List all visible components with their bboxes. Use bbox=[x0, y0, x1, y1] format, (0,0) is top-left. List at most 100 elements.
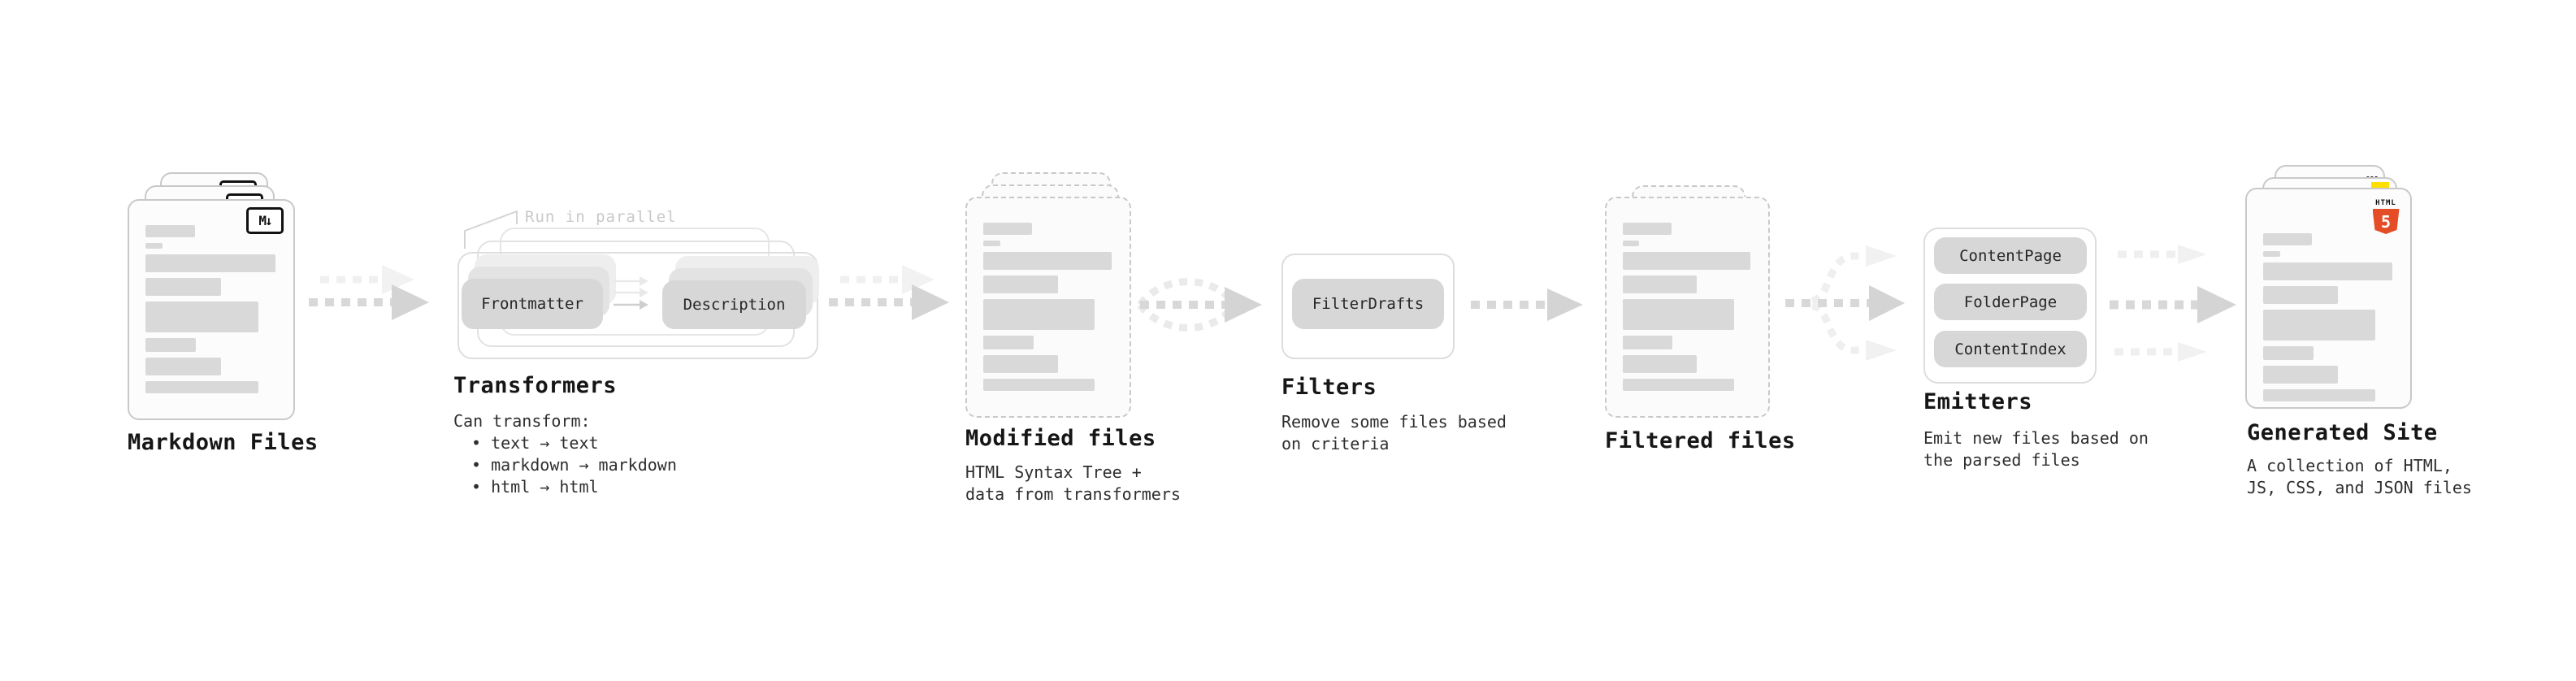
arrow-filtered-to-emitters-icon bbox=[1785, 245, 1905, 361]
arrowhead-ghost bbox=[2178, 245, 2207, 264]
diverge-curve-top bbox=[1811, 252, 1866, 305]
stage-label: Transformers bbox=[453, 373, 618, 398]
html5-icon-label: HTML bbox=[2375, 199, 2396, 207]
arrowhead-ghost bbox=[1866, 245, 1897, 267]
markdown-icon: M↓ bbox=[246, 207, 284, 234]
arrowhead-ghost bbox=[2178, 342, 2207, 362]
skeleton-bar bbox=[145, 225, 195, 237]
stage-label: Filters bbox=[1281, 375, 1377, 400]
converge-curve-bottom bbox=[1137, 302, 1234, 332]
skeleton-bar bbox=[2263, 286, 2339, 304]
caption-line: Emit new files based on bbox=[1923, 428, 2149, 448]
skeleton-bar bbox=[1623, 241, 1640, 246]
skeleton-bar bbox=[1623, 379, 1734, 391]
caption-line: Can transform: bbox=[453, 411, 591, 431]
skeleton-bar bbox=[1623, 336, 1673, 349]
caption-line: HTML Syntax Tree + bbox=[965, 462, 1142, 482]
skeleton-bar bbox=[2263, 366, 2339, 384]
caption-line: Remove some files based bbox=[1281, 412, 1507, 432]
run-in-parallel-annotation: Run in parallel bbox=[525, 208, 677, 226]
html5-shield: 5 bbox=[2372, 209, 2400, 234]
html5-number: 5 bbox=[2380, 211, 2392, 232]
doc-content-placeholder bbox=[145, 225, 275, 393]
skeleton-bar bbox=[145, 254, 275, 272]
skeleton-bar bbox=[983, 252, 1112, 270]
frontmatter-pill: Frontmatter bbox=[462, 279, 603, 329]
caption-line: data from transformers bbox=[965, 484, 1181, 504]
doc-content-placeholder bbox=[1623, 223, 1750, 391]
skeleton-bar bbox=[145, 301, 259, 332]
arrow-markdown-to-transformers-icon bbox=[309, 265, 429, 320]
caption-bullet: • html → html bbox=[471, 477, 599, 497]
arrow-filters-to-filtered-icon bbox=[1471, 288, 1583, 321]
description-pill: Description bbox=[662, 280, 806, 329]
doc-content-placeholder bbox=[983, 223, 1112, 391]
stage-label: Modified files bbox=[965, 426, 1156, 451]
caption-bullet: • text → text bbox=[471, 433, 599, 453]
caption-line: on criteria bbox=[1281, 434, 1390, 453]
skeleton-bar bbox=[145, 278, 221, 296]
diverge-curve-bottom bbox=[1811, 301, 1866, 354]
skeleton-bar bbox=[983, 299, 1095, 330]
skeleton-bar bbox=[2263, 251, 2280, 257]
transform-arrows-icon bbox=[614, 276, 648, 310]
contentindex-pill: ContentIndex bbox=[1934, 331, 2087, 367]
skeleton-bar bbox=[983, 223, 1033, 235]
small-arrowhead bbox=[640, 288, 648, 297]
filtered-file-front bbox=[1605, 197, 1770, 418]
arrowhead-ghost bbox=[1866, 340, 1897, 361]
arrow-emitters-to-generated-icon bbox=[2110, 245, 2236, 362]
arrow-transformers-to-modified-icon bbox=[829, 265, 949, 320]
skeleton-bar bbox=[983, 336, 1034, 349]
skeleton-bar bbox=[1623, 299, 1734, 330]
arrowhead-ghost bbox=[382, 265, 414, 294]
skeleton-bar bbox=[145, 243, 163, 249]
skeleton-bar bbox=[983, 379, 1095, 391]
skeleton-bar bbox=[2263, 310, 2376, 340]
caption-line: JS, CSS, and JSON files bbox=[2247, 478, 2472, 497]
skeleton-bar bbox=[2263, 262, 2392, 280]
skeleton-bar bbox=[2263, 233, 2313, 245]
skeleton-bar bbox=[1623, 275, 1698, 293]
stage-caption: HTML Syntax Tree + data from transformer… bbox=[965, 462, 1181, 505]
modified-file-front bbox=[965, 197, 1131, 418]
arrow-modified-to-filters-icon bbox=[1137, 278, 1262, 332]
skeleton-bar bbox=[145, 338, 197, 352]
skeleton-bar bbox=[145, 358, 221, 375]
small-arrowhead bbox=[640, 276, 648, 286]
filterdrafts-pill: FilterDrafts bbox=[1292, 279, 1444, 329]
skeleton-bar bbox=[983, 355, 1058, 373]
stage-label: Generated Site bbox=[2247, 420, 2438, 445]
transformer-layer-front bbox=[458, 252, 818, 359]
html5-icon: HTML 5 bbox=[2370, 193, 2402, 234]
skeleton-bar bbox=[2263, 389, 2376, 401]
callout-leader-line-icon bbox=[464, 210, 518, 249]
arrowhead bbox=[1225, 287, 1262, 323]
skeleton-bar bbox=[1623, 223, 1672, 235]
arrowhead bbox=[1869, 285, 1905, 321]
skeleton-bar bbox=[145, 381, 259, 393]
caption-line: the parsed files bbox=[1923, 450, 2080, 470]
contentpage-pill: ContentPage bbox=[1934, 237, 2087, 274]
markdown-file-front: M↓ bbox=[128, 199, 295, 420]
doc-content-placeholder bbox=[2263, 233, 2392, 401]
stage-label: Filtered files bbox=[1605, 428, 1796, 453]
arrowhead bbox=[912, 284, 949, 320]
caption-line: A collection of HTML, bbox=[2247, 456, 2452, 475]
folderpage-pill: FolderPage bbox=[1934, 284, 2087, 320]
arrowhead bbox=[2197, 286, 2236, 323]
stage-caption: A collection of HTML, JS, CSS, and JSON … bbox=[2247, 455, 2472, 499]
skeleton-bar bbox=[1623, 355, 1698, 373]
generated-file-html: HTML 5 bbox=[2245, 188, 2412, 409]
skeleton-bar bbox=[983, 275, 1058, 293]
leader-line bbox=[464, 210, 518, 249]
stage-caption: Emit new files based on the parsed files bbox=[1923, 427, 2149, 471]
arrowhead bbox=[392, 284, 429, 320]
stage-caption: Can transform: • text → text • markdown … bbox=[453, 410, 677, 498]
skeleton-bar bbox=[983, 241, 1000, 246]
stage-caption: Remove some files based on criteria bbox=[1281, 411, 1507, 455]
stage-label: Emitters bbox=[1923, 389, 2033, 414]
skeleton-bar bbox=[1623, 252, 1750, 270]
caption-bullet: • markdown → markdown bbox=[471, 455, 677, 475]
stage-label: Markdown Files bbox=[128, 430, 319, 455]
